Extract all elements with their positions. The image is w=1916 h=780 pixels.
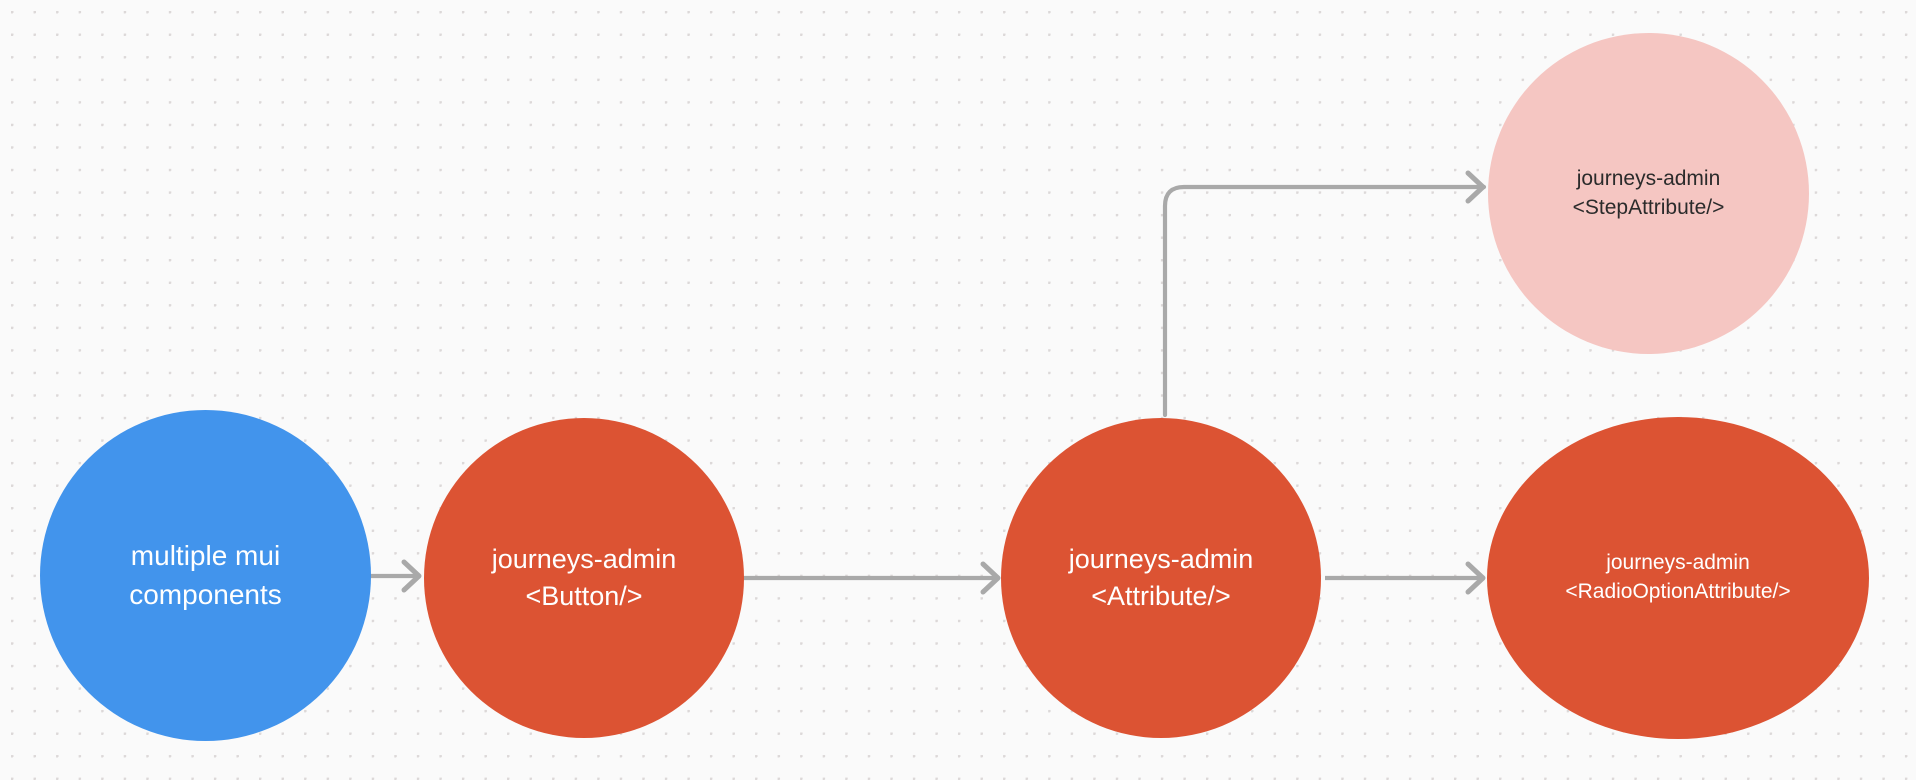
node-multiple-mui-components[interactable]: multiple mui components bbox=[40, 410, 371, 741]
edge-attribute-to-radiooptionattribute[interactable] bbox=[1325, 561, 1486, 595]
node-label-line: journeys-admin bbox=[1068, 543, 1254, 574]
node-label-line: components bbox=[129, 578, 282, 610]
node-label-line: journeys-admin bbox=[491, 543, 677, 574]
node-label-line: <Button/> bbox=[525, 581, 643, 611]
node-label-line: journeys-admin bbox=[1576, 166, 1721, 190]
node-journeys-admin-button[interactable]: journeys-admin <Button/> bbox=[424, 418, 744, 738]
node-journeys-admin-radiooptionattribute[interactable]: journeys-admin <RadioOptionAttribute/> bbox=[1487, 417, 1869, 739]
node-journeys-admin-stepattribute[interactable]: journeys-admin <StepAttribute/> bbox=[1488, 33, 1809, 354]
node-label-line: journeys-admin bbox=[1606, 551, 1750, 575]
node-label-line: <RadioOptionAttribute/> bbox=[1565, 580, 1791, 603]
node-label-line: <StepAttribute/> bbox=[1572, 195, 1725, 219]
node-label-line: multiple mui bbox=[130, 540, 281, 572]
edge-attribute-to-stepattribute[interactable] bbox=[1162, 170, 1487, 418]
node-journeys-admin-attribute[interactable]: journeys-admin <Attribute/> bbox=[1001, 418, 1321, 738]
node-label-line: <Attribute/> bbox=[1091, 581, 1231, 611]
